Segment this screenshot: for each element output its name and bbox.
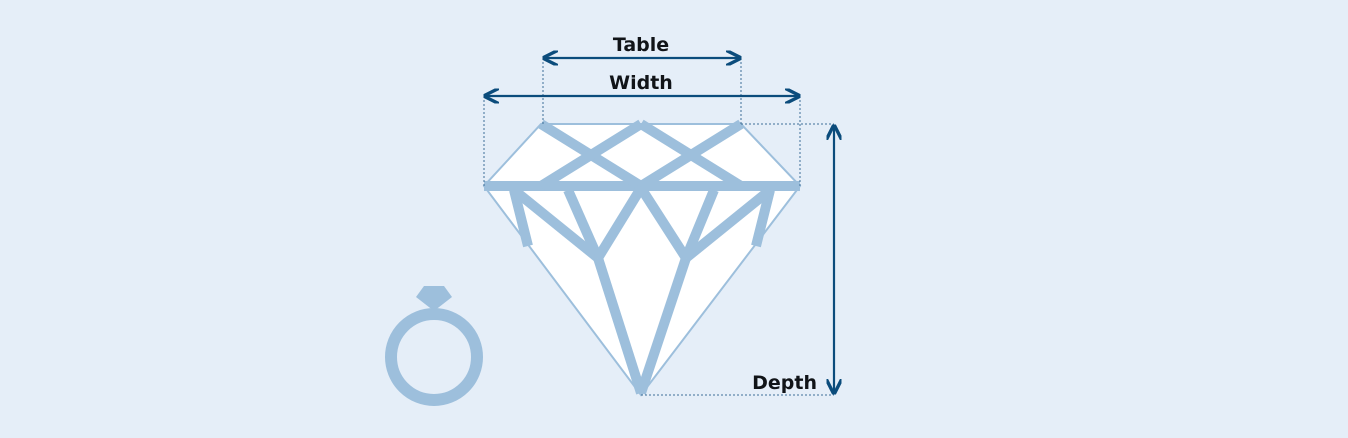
dimension-arrows: [485, 58, 834, 393]
diamond-outline: [482, 123, 802, 397]
depth-label: Depth: [752, 372, 817, 394]
ring-icon: [385, 286, 483, 406]
width-label: Width: [609, 72, 673, 94]
diamond-facets: [484, 119, 800, 395]
diamond-icon: [482, 119, 802, 397]
table-label: Table: [613, 34, 669, 56]
